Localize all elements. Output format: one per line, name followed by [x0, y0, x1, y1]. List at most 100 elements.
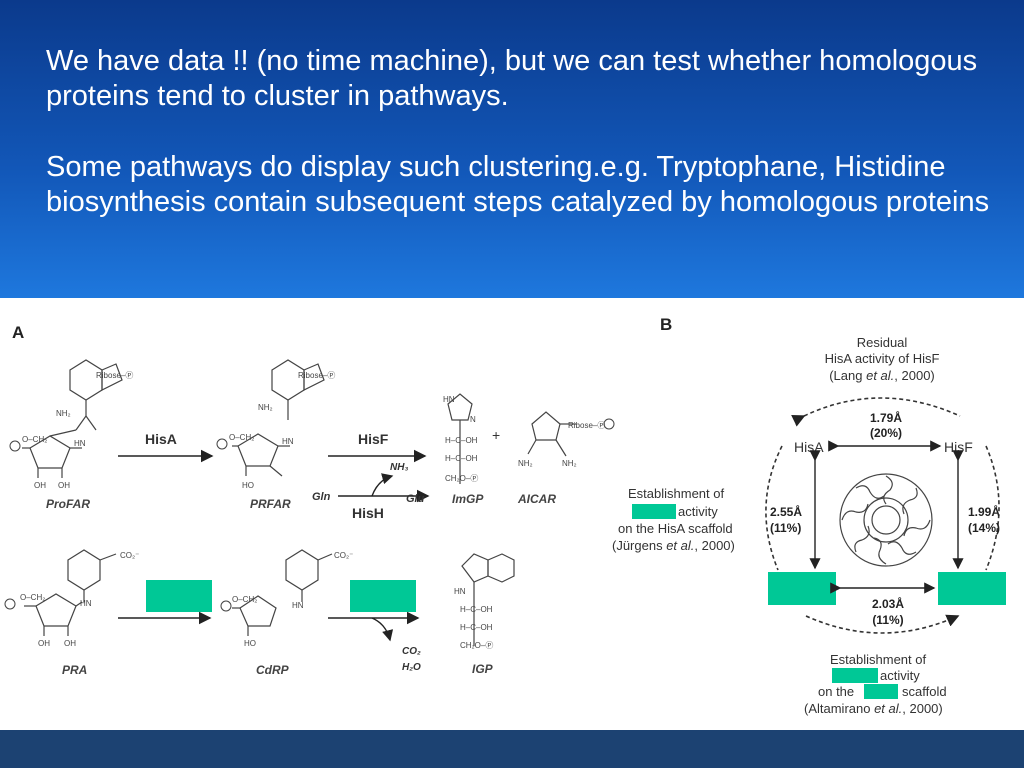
- left-identity: (11%): [770, 521, 801, 535]
- left-establishment-line2: activity: [678, 504, 718, 519]
- top-rmsd: 1.79Å: [870, 410, 902, 425]
- oh-label: OH: [34, 481, 46, 490]
- bottom-rmsd: 2.03Å: [872, 596, 904, 611]
- plus-sign: +: [492, 427, 500, 443]
- prfar-label: PRFAR: [250, 497, 291, 511]
- panel-b-label: B: [660, 315, 672, 334]
- coo-label: CO₂⁻: [120, 551, 139, 560]
- citation-author: (Lang: [829, 368, 866, 383]
- citation-etal: et al.: [666, 538, 694, 553]
- citation-author: (Jürgens: [612, 538, 666, 553]
- nh2-label: NH₂: [518, 459, 533, 468]
- hisf-enzyme-label: HisF: [358, 431, 389, 447]
- residual-subtitle: HisA activity of HisF: [825, 351, 940, 366]
- hn-ring-label: HN: [443, 395, 455, 404]
- h2o-label: H₂O: [402, 662, 421, 673]
- citation-etal: et al.: [866, 368, 894, 383]
- hisa-enzyme-label: HisA: [145, 431, 177, 447]
- dashed-cycle-arc-left: [765, 445, 783, 571]
- o-ch2-label: O–CH₂: [22, 435, 47, 444]
- o-ch2-label: O–CH₂: [229, 433, 254, 442]
- n-label: N: [470, 415, 476, 424]
- cdrp-label: CdRP: [256, 663, 290, 677]
- nh2-label: NH₂: [56, 409, 71, 418]
- hn-label: HN: [292, 601, 304, 610]
- redacted-node-right: [938, 572, 1006, 605]
- right-establishment-line2: activity: [880, 668, 920, 683]
- citation-year: , 2000): [902, 701, 942, 716]
- redacted-node-left: [768, 572, 836, 605]
- dashed-cycle-arc-bottom: [805, 614, 960, 634]
- prfar-structure: [232, 359, 325, 477]
- citation-etal: et al.: [874, 701, 902, 716]
- hn-ring-label: HN: [454, 587, 466, 596]
- hisa-node: HisA: [794, 439, 824, 455]
- hc-oh-label: H–C–OH: [460, 623, 493, 632]
- right-rmsd: 1.99Å: [968, 504, 1000, 519]
- right-establishment-line3a: on the: [818, 684, 854, 699]
- ch2o-p-label: CH₂O–Ⓟ: [445, 474, 478, 483]
- left-establishment-citation: (Jürgens et al., 2000): [612, 538, 735, 553]
- redacted-activity-box: [632, 504, 676, 519]
- phosphate-icon: [603, 418, 615, 430]
- hc-oh-label: H–C–OH: [445, 436, 478, 445]
- hc-oh-label: H–C–OH: [445, 454, 478, 463]
- phosphate-icon: [220, 600, 232, 612]
- hc-oh-label: H–C–OH: [460, 605, 493, 614]
- paragraph-2: Some pathways do display such clustering…: [46, 151, 990, 218]
- citation-author: (Altamirano: [804, 701, 874, 716]
- imgp-structure: [447, 393, 473, 484]
- ribose-p-label: Ribose–Ⓟ: [96, 371, 133, 380]
- residual-citation: (Lang et al., 2000): [829, 368, 935, 383]
- aicar-structure: [527, 411, 576, 457]
- oh-label: OH: [58, 481, 70, 490]
- oh-label: OH: [38, 639, 50, 648]
- hisf-node: HisF: [944, 439, 973, 455]
- dashed-cycle-arc-top: [791, 397, 961, 427]
- left-establishment-line3: on the HisA scaffold: [618, 521, 733, 536]
- ribose-p-label: Ribose–Ⓟ: [568, 421, 605, 430]
- bottom-identity: (11%): [872, 613, 903, 627]
- igp-structure: [461, 553, 515, 646]
- left-rmsd: 2.55Å: [770, 504, 802, 519]
- left-establishment-line1: Establishment of: [628, 486, 724, 501]
- pra-label: PRA: [62, 663, 87, 677]
- oh-label: OH: [64, 639, 76, 648]
- panel-a-label: A: [12, 323, 24, 342]
- co2-release-arrow: [371, 617, 394, 642]
- right-establishment-citation: (Altamirano et al., 2000): [804, 701, 943, 716]
- redacted-activity-box: [832, 668, 878, 683]
- right-establishment-line3b: scaffold: [902, 684, 947, 699]
- ribose-p-label: Ribose–Ⓟ: [298, 371, 335, 380]
- redacted-enzyme-box: [146, 580, 212, 612]
- ammonia-arrow: [371, 473, 394, 497]
- o-ch2-label: O–CH₂: [20, 593, 45, 602]
- o-ch2-label: O–CH₂: [232, 595, 257, 604]
- glu-label: Glu: [406, 493, 425, 505]
- citation-year: , 2000): [894, 368, 934, 383]
- phosphate-icon: [4, 598, 16, 610]
- right-identity: (14%): [968, 521, 1000, 535]
- slide-text-block: We have data !! (no time machine), but w…: [46, 44, 996, 256]
- bottom-bar: [0, 730, 1024, 768]
- hn-label: HN: [80, 599, 92, 608]
- right-establishment-line1: Establishment of: [830, 652, 926, 667]
- profar-structure: [22, 359, 123, 478]
- co2-label: CO₂: [402, 646, 421, 657]
- hn-label: HN: [74, 439, 86, 448]
- phosphate-icon: [9, 440, 21, 452]
- dashed-cycle-arc-right: [985, 445, 1000, 571]
- redacted-scaffold-box: [864, 684, 898, 699]
- cdrp-structure: [232, 549, 333, 636]
- imgp-label: ImGP: [452, 492, 484, 506]
- igp-label: IGP: [472, 662, 494, 676]
- redacted-enzyme-box: [350, 580, 416, 612]
- ho-label: HO: [244, 639, 256, 648]
- ho-label: HO: [242, 481, 254, 490]
- hish-enzyme-label: HisH: [352, 505, 384, 521]
- gln-label: Gln: [312, 491, 331, 503]
- citation-year: , 2000): [694, 538, 734, 553]
- phosphate-icon: [216, 438, 228, 450]
- nh3-label: NH₃: [390, 462, 408, 473]
- paragraph-1: We have data !! (no time machine), but w…: [46, 45, 978, 112]
